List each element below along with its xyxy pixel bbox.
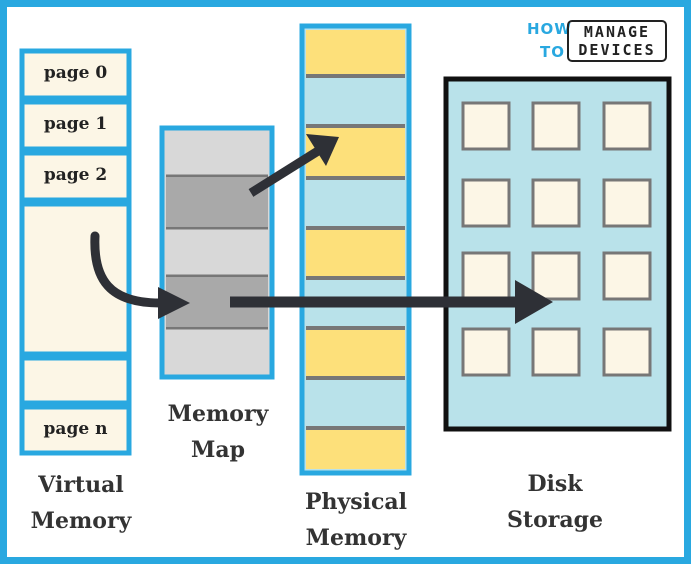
logo-to-text: TO [540,43,565,61]
vm-small-cell [19,355,132,406]
disk-storage-caption: Disk Storage [494,466,616,538]
disk-block [531,327,581,377]
disk-block [602,101,652,151]
disk-block [602,327,652,377]
curved-arrow-vm-to-map [90,231,165,308]
disk-block [461,101,511,151]
physical-memory-column [299,23,412,476]
disk-block [531,178,581,228]
physical-memory-caption-line2: Memory [305,525,407,551]
virtual-memory-column [19,48,132,456]
disk-storage-caption-line1: Disk [527,471,583,497]
vm-page-2-label: page 2 [43,165,108,185]
memory-map-column [159,125,275,380]
disk-block [461,327,511,377]
memory-map-row-1 [166,132,268,174]
memory-map-caption: Memory Map [158,396,278,468]
physical-memory-caption: Physical Memory [292,484,420,556]
virtual-memory-caption: Virtual Memory [20,467,142,539]
vm-page-2-cell [19,150,132,203]
vm-page-0-cell [19,48,132,101]
memory-map-row-5 [166,330,268,373]
vm-page-1-cell [19,99,132,152]
vm-page-0-label: page 0 [43,63,108,83]
vm-page-1-label: page 1 [43,114,108,134]
vm-page-n-label: page n [43,419,108,439]
memory-map-row-3 [166,230,268,274]
logo-box: MANAGE DEVICES [567,20,667,62]
memory-map-row-2 [166,178,268,226]
virtual-memory-caption-line2: Memory [30,508,132,534]
vm-page-n-cell [19,404,132,456]
vm-large-cell [19,201,132,357]
physical-row-9 [306,430,405,469]
disk-block [602,178,652,228]
physical-memory-caption-line1: Physical [304,489,408,515]
disk-block [461,178,511,228]
physical-row-2 [306,78,405,124]
arrowhead-map-to-physical [306,134,339,166]
disk-block [461,251,511,301]
physical-row-7 [306,330,405,376]
disk-storage-caption-line2: Storage [507,507,603,533]
disk-storage [443,76,672,432]
arrowhead-vm-to-map [158,287,190,319]
arrowhead-map-to-disk [515,280,553,324]
memory-map-caption-line2: Map [191,437,245,463]
arrow-map-to-physical [248,147,321,197]
arrows [90,134,553,324]
disk-block [602,251,652,301]
logo-manage-text: MANAGE [583,23,651,41]
logo-devices-text: DEVICES [578,41,656,59]
physical-row-1 [306,30,405,74]
disk-block [531,101,581,151]
memory-map-caption-line1: Memory [167,401,269,427]
physical-row-4 [306,180,405,226]
how-to-manage-devices-logo: HOW TO MANAGE DEVICES [524,18,672,68]
physical-row-8 [306,380,405,426]
virtual-memory-caption-line1: Virtual [38,472,124,498]
physical-row-5 [306,230,405,276]
disk-block [531,251,581,301]
logo-how-text: HOW [527,20,572,38]
